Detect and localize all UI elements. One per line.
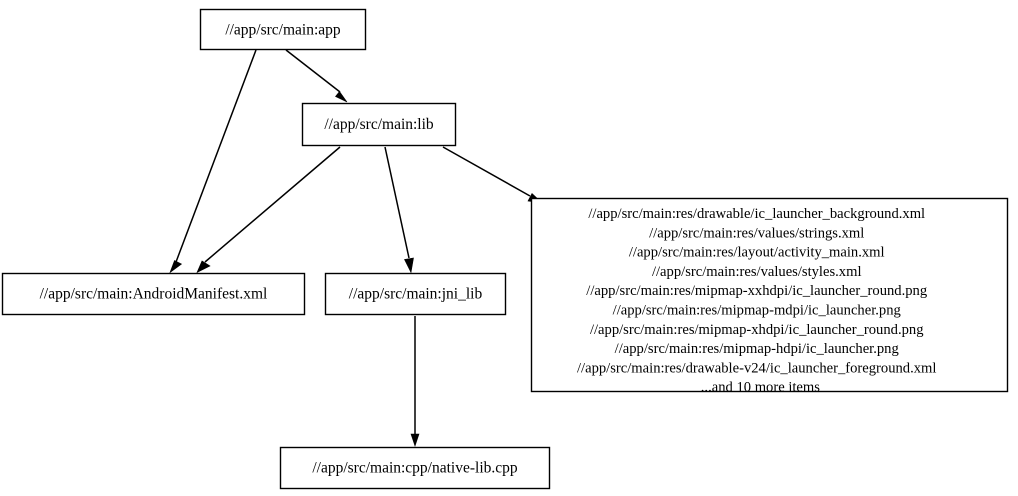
resources-line-6: //app/src/main:res/mipmap-xhdpi/ic_launc… [590,322,924,338]
edge-lib-to-resources [442,146,543,204]
resources-line-9: ...and 10 more items [701,380,820,396]
node-lib-label: //app/src/main:lib [324,116,434,133]
edge-lib-to-manifest [196,146,341,274]
edge-app-to-lib [285,49,348,103]
resources-line-8: //app/src/main:res/drawable-v24/ic_launc… [577,360,936,376]
resources-line-5: //app/src/main:res/mipmap-mdpi/ic_launch… [613,303,902,319]
node-resources-label: //app/src/main:res/drawable/ic_launcher_… [577,206,962,396]
node-androidmanifest[interactable]: //app/src/main:AndroidManifest.xml [1,272,306,316]
node-lib-box[interactable] [301,102,457,147]
node-native-lib-label: //app/src/main:cpp/native-lib.cpp [312,460,518,477]
node-native-lib[interactable]: //app/src/main:cpp/native-lib.cpp [279,446,551,490]
node-lib[interactable]: //app/src/main:lib [301,102,457,147]
resources-line-7: //app/src/main:res/mipmap-hdpi/ic_launch… [615,341,900,357]
resources-line-1: //app/src/main:res/values/strings.xml [649,225,864,241]
edge-jni_lib-to-native_lib [410,316,420,447]
node-app-box[interactable] [199,8,367,51]
node-jni-lib-box[interactable] [324,272,507,316]
edge-app-to-manifest [169,49,257,274]
edge-lib-to-jni_lib [384,146,414,274]
resources-line-3: //app/src/main:res/values/styles.xml [652,264,862,280]
resources-line-0: //app/src/main:res/drawable/ic_launcher_… [588,206,925,222]
node-native-lib-box[interactable] [279,446,551,490]
node-jni-lib-label: //app/src/main:jni_lib [349,286,483,303]
resources-line-2: //app/src/main:res/layout/activity_main.… [629,245,885,261]
resources-line-4: //app/src/main:res/mipmap-xxhdpi/ic_laun… [586,283,928,299]
node-jni-lib[interactable]: //app/src/main:jni_lib [324,272,507,316]
node-resources[interactable]: //app/src/main:res/drawable/ic_launcher_… [530,197,1009,396]
node-app-label: //app/src/main:app [225,22,341,39]
node-androidmanifest-box[interactable] [1,272,306,316]
node-resources-box[interactable] [530,197,1009,393]
node-androidmanifest-label: //app/src/main:AndroidManifest.xml [40,286,268,303]
node-app[interactable]: //app/src/main:app [199,8,367,51]
